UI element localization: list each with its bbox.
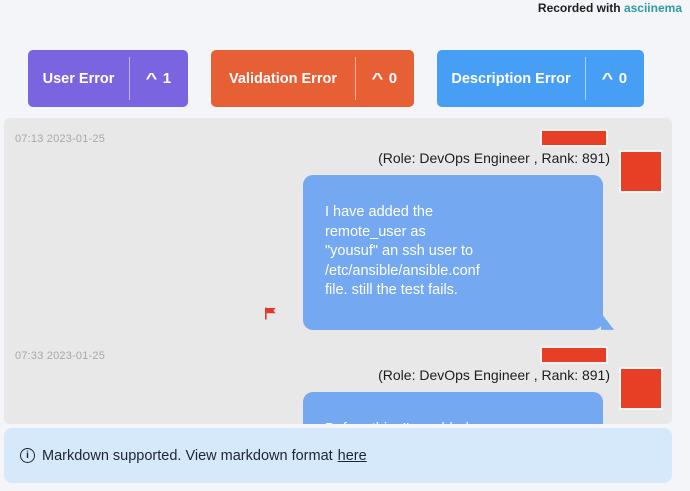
avatar xyxy=(619,150,663,193)
button-divider xyxy=(129,57,130,100)
user-error-button[interactable]: User Error ^ 1 xyxy=(28,50,188,107)
info-icon: i xyxy=(20,448,35,463)
markdown-info-bar: i Markdown supported. View markdown form… xyxy=(4,428,672,483)
chat-message: 07:13 2023-01-25 (Role: DevOps Engineer … xyxy=(4,129,672,330)
avatar xyxy=(619,366,663,410)
chevron-up-icon: ^ xyxy=(601,70,614,87)
description-error-count: 0 xyxy=(618,70,628,87)
validation-error-button[interactable]: Validation Error ^ 0 xyxy=(211,50,414,107)
button-divider xyxy=(355,57,356,100)
user-error-vote[interactable]: ^ 1 xyxy=(130,50,188,107)
validation-error-count: 0 xyxy=(388,70,398,87)
bubble-tail xyxy=(601,312,614,330)
markdown-format-link[interactable]: here xyxy=(337,447,367,464)
flag-icon[interactable] xyxy=(264,307,277,320)
validation-error-label: Validation Error xyxy=(229,70,337,87)
chat-area: 07:13 2023-01-25 (Role: DevOps Engineer … xyxy=(4,118,672,424)
validation-error-vote[interactable]: ^ 0 xyxy=(356,50,414,107)
description-error-button[interactable]: Description Error ^ 0 xyxy=(437,50,644,107)
chat-bubble-text: I have added the remote_user as "yousuf"… xyxy=(325,204,480,299)
role-rank-line: (Role: DevOps Engineer , Rank: 891) xyxy=(378,150,610,166)
chat-message: 07:33 2023-01-25 (Role: DevOps Engineer … xyxy=(4,345,672,424)
message-timestamp: 07:33 2023-01-25 xyxy=(15,349,106,362)
redacted-username xyxy=(540,129,608,147)
button-divider xyxy=(585,57,586,100)
message-timestamp: 07:13 2023-01-25 xyxy=(15,133,106,145)
chat-bubble: I have added the remote_user as "yousuf"… xyxy=(303,175,614,330)
asciinema-link[interactable]: asciinema xyxy=(623,1,682,15)
user-error-label: User Error xyxy=(42,70,115,87)
description-error-label: Description Error xyxy=(451,70,571,87)
markdown-supported-text: Markdown supported. View markdown format xyxy=(42,447,333,464)
user-error-count: 1 xyxy=(162,70,172,87)
redacted-username xyxy=(540,345,608,364)
chevron-up-icon: ^ xyxy=(145,70,158,87)
chevron-up-icon: ^ xyxy=(371,70,384,87)
chat-bubble: Before this, I've added a user yousuf as… xyxy=(303,391,603,424)
chat-bubble-text: Before this, I've added a user yousuf as… xyxy=(325,421,469,424)
recorded-with-text: Recorded with xyxy=(537,1,621,15)
role-rank-line: (Role: DevOps Engineer , Rank: 891) xyxy=(378,366,610,383)
recorded-with-bar: Recorded with asciinema xyxy=(0,0,690,16)
description-error-vote[interactable]: ^ 0 xyxy=(586,50,644,107)
error-buttons-row: User Error ^ 1 Validation Error ^ 0 Desc… xyxy=(28,50,690,107)
